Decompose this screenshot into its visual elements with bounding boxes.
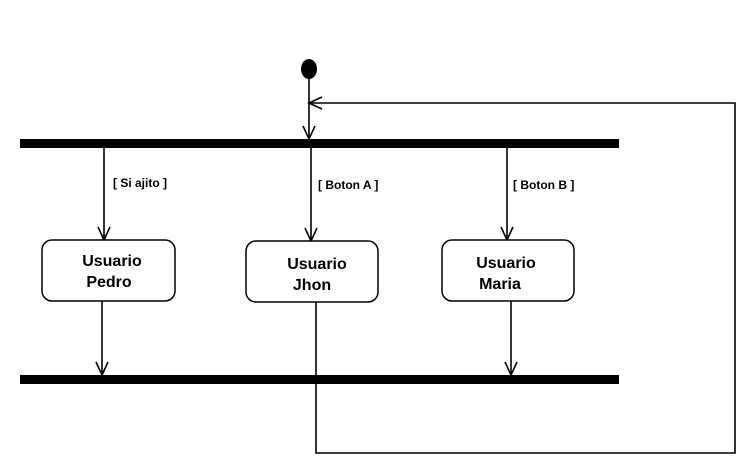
activity-maria-line2: Maria: [479, 276, 521, 293]
activity-usuario-pedro: Usuario Pedro: [41, 239, 176, 302]
activity-maria-line1: Usuario: [476, 255, 536, 272]
activity-pedro-line1: Usuario: [82, 253, 142, 270]
flow-fork-to-pedro: [97, 148, 111, 242]
fork-bar: [20, 139, 619, 148]
guard-maria: [ Boton B ]: [513, 178, 574, 192]
activity-usuario-jhon: Usuario Jhon: [245, 240, 379, 303]
flow-fork-to-jhon: [304, 148, 318, 243]
join-bar: [20, 375, 619, 384]
initial-to-fork-flow: [302, 79, 316, 141]
guard-pedro: [ Si ajito ]: [113, 176, 167, 190]
flow-fork-to-maria: [500, 148, 514, 242]
flow-pedro-to-join: [95, 301, 109, 377]
activity-usuario-maria: Usuario Maria: [441, 239, 575, 302]
loop-back-flow: [307, 96, 736, 454]
flow-maria-to-join: [504, 301, 518, 377]
initial-node: [301, 59, 317, 79]
activity-jhon-line2: Jhon: [293, 277, 331, 294]
activity-jhon-line1: Usuario: [287, 256, 347, 273]
guard-jhon: [ Boton A ]: [318, 178, 378, 192]
activity-pedro-line2: Pedro: [86, 274, 132, 291]
